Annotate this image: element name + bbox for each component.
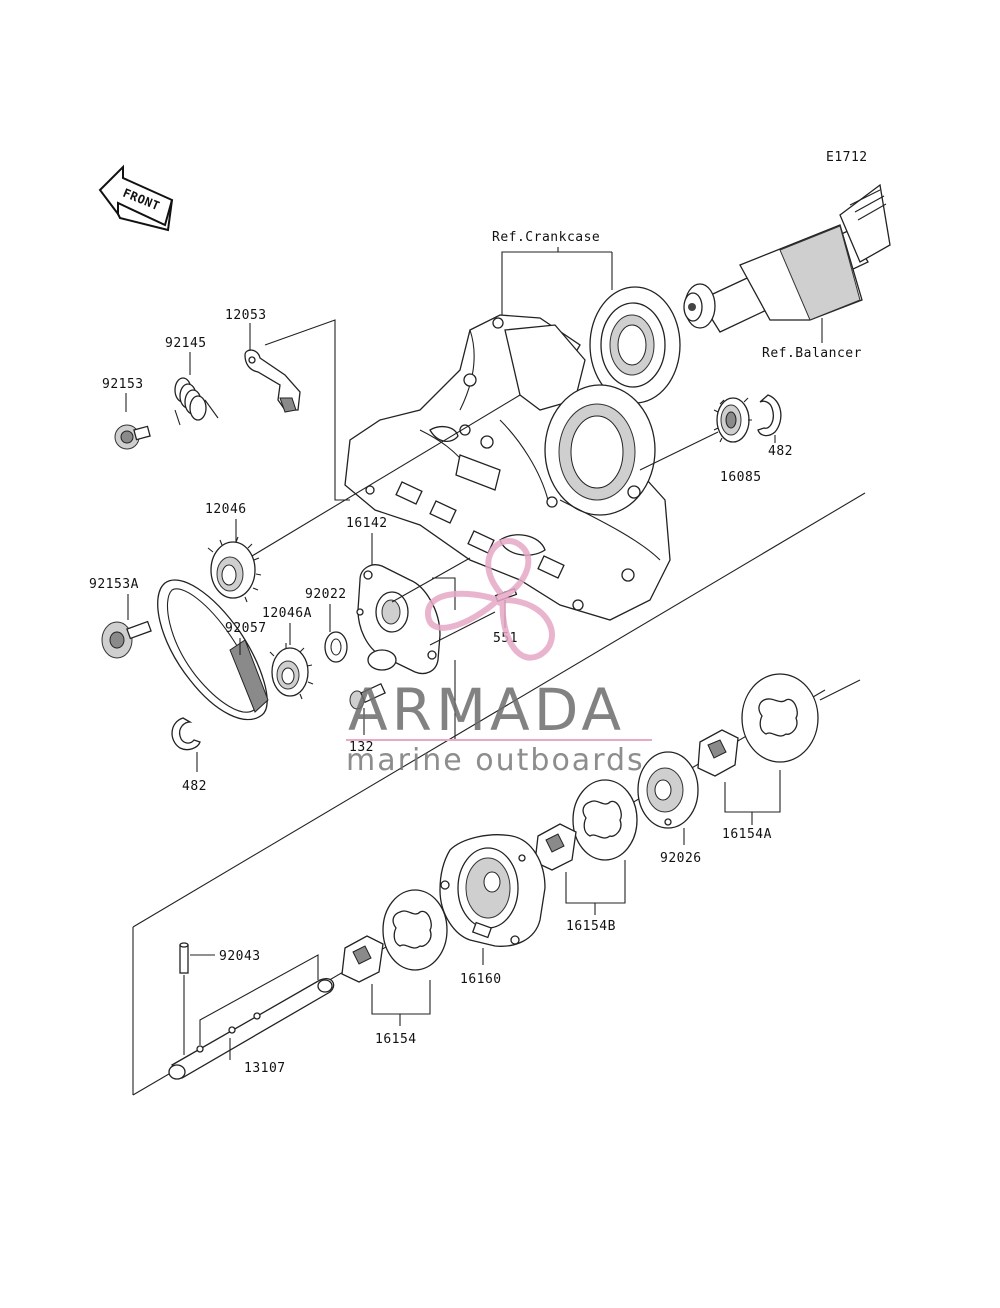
part-16154: 16154 xyxy=(375,1032,417,1047)
part-16154B: 16154B xyxy=(566,919,616,934)
crankcase-housing xyxy=(344,314,671,621)
part-92153A: 92153A xyxy=(89,577,139,592)
part-92153: 92153 xyxy=(102,377,144,392)
part-92057: 92057 xyxy=(225,621,267,636)
pump-cover-16142 xyxy=(356,564,441,675)
chain-92057 xyxy=(157,579,269,721)
part-16142: 16142 xyxy=(346,516,388,531)
rotor-plate-92026 xyxy=(637,751,699,829)
rotor-outer-16154 xyxy=(382,889,448,971)
bolt-92153 xyxy=(114,424,151,450)
part-92026: 92026 xyxy=(660,851,702,866)
part-16160: 16160 xyxy=(460,972,502,987)
part-16085: 16085 xyxy=(720,470,762,485)
part-12046A: 12046A xyxy=(262,606,312,621)
sprocket-12046A xyxy=(269,643,314,700)
front-arrow-icon: FRONT xyxy=(98,164,174,232)
part-482-left: 482 xyxy=(182,779,207,794)
bolt-132 xyxy=(349,682,386,710)
part-92022: 92022 xyxy=(305,587,347,602)
pump-shaft-13107 xyxy=(168,978,335,1080)
part-12053: 12053 xyxy=(225,308,267,323)
circlip-482-right xyxy=(757,394,782,437)
gear-16085 xyxy=(713,397,752,443)
balancer-shaft xyxy=(683,183,891,333)
sprocket-12046 xyxy=(207,536,262,603)
ref-balancer-label: Ref.Balancer xyxy=(762,346,862,361)
part-482-right: 482 xyxy=(768,444,793,459)
bolt-92153A xyxy=(101,620,152,659)
rotor-inner-16154A xyxy=(697,729,739,777)
pump-body-16160 xyxy=(439,834,546,947)
main-bearing xyxy=(589,286,681,404)
ref-crankcase-label: Ref.Crankcase xyxy=(492,230,600,245)
rotor-outer-16154B xyxy=(572,779,638,861)
part-92145: 92145 xyxy=(165,336,207,351)
rotor-inner-16154 xyxy=(341,935,384,983)
diagram-code: E1712 xyxy=(826,150,868,165)
pin-92043 xyxy=(179,942,189,974)
circlip-482-left xyxy=(171,717,201,751)
spring-92145 xyxy=(174,377,219,426)
watermark-brand: ARMADA xyxy=(348,676,625,744)
part-132: 132 xyxy=(349,740,374,755)
part-16154A: 16154A xyxy=(722,827,772,842)
watermark-tagline: marine outboards xyxy=(346,743,645,778)
armada-watermark: ARMADA marine outboards xyxy=(346,538,652,778)
propeller-logo-icon xyxy=(425,538,555,661)
rotor-outer-16154A xyxy=(741,673,861,763)
part-12046: 12046 xyxy=(205,502,247,517)
washer-92022 xyxy=(324,631,348,663)
rotor-inner-16154B xyxy=(534,823,577,871)
chain-guide-12053 xyxy=(244,349,301,413)
part-13107: 13107 xyxy=(244,1061,286,1076)
part-92043: 92043 xyxy=(219,949,261,964)
